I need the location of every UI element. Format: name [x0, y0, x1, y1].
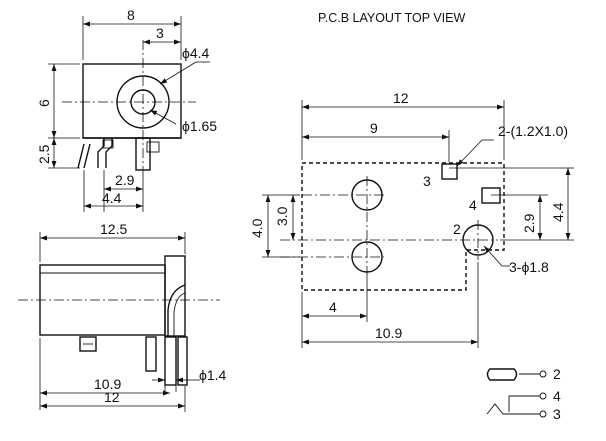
pcb-dim-10-9: 10.9 — [375, 325, 402, 341]
pcb-layout: 12 9 2-(1.2X1.0) 3 4 2 3.0 4.0 2.9 4.4 3 — [249, 90, 574, 348]
pcb-slot-note: 2-(1.2X1.0) — [498, 123, 568, 139]
dim-pin-dia: ϕ1.65 — [182, 118, 217, 134]
dim-lead-pitch: 10.9 — [94, 376, 121, 392]
drawing-title: P.C.B LAYOUT TOP VIEW — [318, 11, 465, 25]
pcb-pin3-label: 3 — [423, 173, 431, 189]
pcb-dim-4: 4 — [329, 299, 337, 315]
pin-schematic: 2 4 3 — [486, 366, 561, 422]
dim-pitch-a: 2.9 — [115, 172, 135, 188]
dim-length: 12.5 — [100, 221, 127, 237]
pcb-dim-total: 12 — [393, 90, 409, 106]
pcb-dim-4-0: 4.0 — [249, 218, 265, 238]
dim-pitch-b: 4.4 — [102, 190, 122, 206]
dim-height: 6 — [36, 99, 52, 107]
dim-width: 8 — [127, 7, 135, 23]
pcb-pin4-label: 4 — [469, 197, 477, 213]
dim-offset: 3 — [156, 25, 164, 41]
pcb-hole-note: 3-ϕ1.8 — [509, 259, 549, 275]
pcb-slot-3 — [441, 163, 458, 180]
schematic-pin-2-symbol — [486, 368, 518, 381]
pcb-dim-4-4: 4.4 — [550, 202, 566, 222]
pcb-dim-9: 9 — [370, 120, 378, 136]
dim-pin-height: 2.5 — [36, 144, 52, 164]
schematic-pin2-label: 2 — [553, 366, 561, 382]
pcb-slot-4 — [481, 187, 501, 204]
pcb-outline — [301, 162, 505, 291]
dim-lead-length: 12 — [104, 389, 120, 405]
front-view: 8 3 ϕ4.4 6 ϕ1.65 2.5 2.9 4.4 — [36, 7, 217, 212]
pcb-dim-2-9: 2.9 — [521, 213, 537, 233]
side-view: 12.5 10.9 12 ϕ1.4 — [18, 221, 227, 412]
dim-hole-dia: ϕ4.4 — [182, 45, 210, 61]
schematic-pin3-label: 3 — [553, 406, 561, 422]
schematic-pin-3-symbol — [486, 403, 540, 415]
front-body-outline — [82, 63, 182, 139]
pcb-dim-3-0: 3.0 — [274, 206, 290, 226]
pcb-pin2-label: 2 — [453, 221, 461, 237]
dim-lead-dia: ϕ1.4 — [199, 367, 227, 383]
schematic-pin4-label: 4 — [553, 388, 561, 404]
